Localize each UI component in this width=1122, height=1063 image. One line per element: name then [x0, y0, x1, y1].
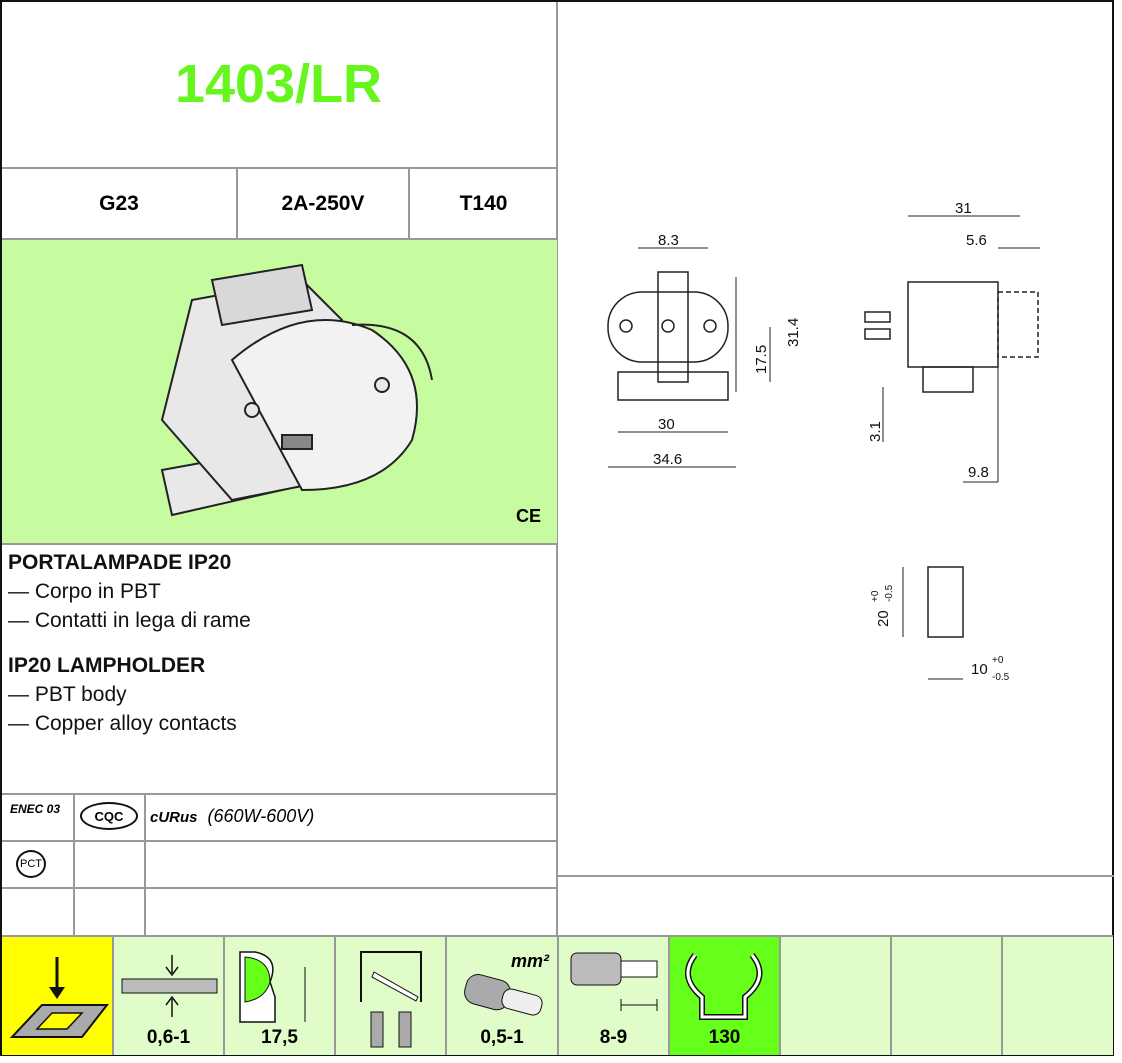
- icon-panel-thickness: 0,6-1: [112, 935, 223, 1055]
- technical-drawing: 8.3 31.4 17.5 30 34.6 31 5.6 3.1 9.8 20 …: [607, 200, 1040, 683]
- divider: [2, 793, 557, 795]
- dim-31-4: 31.4: [785, 318, 802, 347]
- dim-30: 30: [658, 416, 675, 433]
- dim-3-1: 3.1: [867, 421, 884, 442]
- description-item: — Corpo in PBT: [8, 580, 161, 603]
- gost-logo: PCT: [16, 850, 46, 878]
- icon-empty: [890, 935, 1001, 1055]
- product-code: 1403/LR: [174, 53, 383, 114]
- wire-section-value: 0,5-1: [480, 1027, 524, 1048]
- dim-10-tol-minus: -0.5: [992, 672, 1010, 683]
- wire-section-unit: mm²: [510, 951, 549, 971]
- icon-wire-section: mm² 0,5-1: [445, 935, 557, 1055]
- dim-17-5: 17.5: [753, 345, 770, 374]
- divider: [2, 840, 557, 842]
- icon-strip-length: 8-9: [557, 935, 668, 1055]
- divider: [144, 793, 146, 935]
- dim-20-tol-plus: +0: [870, 590, 881, 602]
- dim-20-tol-minus: -0.5: [884, 584, 895, 602]
- dim-31: 31: [955, 200, 972, 217]
- dim-5-6: 5.6: [966, 232, 987, 249]
- description-item: — Contatti in lega di rame: [8, 609, 251, 632]
- icon-temperature-clip: 130: [668, 935, 779, 1055]
- dim-8-3: 8.3: [658, 232, 679, 249]
- enec-logo: ENEC 03: [10, 802, 61, 816]
- dim-34-6: 34.6: [653, 451, 682, 468]
- mounting-height-value: 17,5: [261, 1027, 298, 1048]
- spec-base: G23: [2, 167, 238, 238]
- ul-certification: cURus (660W-600V): [150, 806, 314, 827]
- product-photo: CE: [2, 238, 557, 545]
- dim-10: 10: [971, 661, 988, 678]
- wire-section-icon: [464, 974, 543, 1016]
- strip-length-icon: [570, 952, 658, 1011]
- cqc-logo: CQC: [80, 802, 138, 830]
- push-in-terminals-icon: [360, 951, 422, 1048]
- dim-10-tol-plus: +0: [992, 655, 1004, 666]
- spec-temperature: T140: [410, 167, 557, 238]
- ul-rating: (660W-600V): [207, 806, 315, 826]
- description-title-it: PORTALAMPADE IP20: [8, 551, 232, 574]
- panel-mount-icon: [9, 957, 110, 1038]
- icon-empty: [779, 935, 890, 1055]
- description: PORTALAMPADE IP20 — Corpo in PBT — Conta…: [8, 548, 251, 738]
- mounting-height-icon: [239, 951, 306, 1023]
- temperature-clip-icon: [685, 953, 763, 1020]
- strip-length-value: 8-9: [599, 1027, 628, 1048]
- icon-empty: [1001, 935, 1113, 1055]
- ul-logo: cURus: [150, 809, 198, 826]
- description-title-en: IP20 LAMPHOLDER: [8, 654, 206, 677]
- divider: [556, 875, 1114, 877]
- icon-push-in-terminals: [334, 935, 445, 1055]
- description-item: — PBT body: [8, 683, 127, 706]
- divider: [556, 2, 558, 935]
- spec-rating: 2A-250V: [238, 167, 410, 238]
- divider: [73, 793, 75, 935]
- dim-9-8: 9.8: [968, 464, 989, 481]
- icon-panel-mount: [2, 935, 112, 1055]
- temperature-clip-value: 130: [708, 1027, 741, 1048]
- panel-thickness-icon: [121, 955, 218, 1017]
- description-item: — Copper alloy contacts: [8, 712, 237, 735]
- dim-20: 20: [875, 610, 892, 627]
- panel-thickness-value: 0,6-1: [146, 1027, 191, 1048]
- divider: [2, 887, 557, 889]
- icon-mounting-height: 17,5: [223, 935, 334, 1055]
- ce-mark: CE: [515, 506, 541, 526]
